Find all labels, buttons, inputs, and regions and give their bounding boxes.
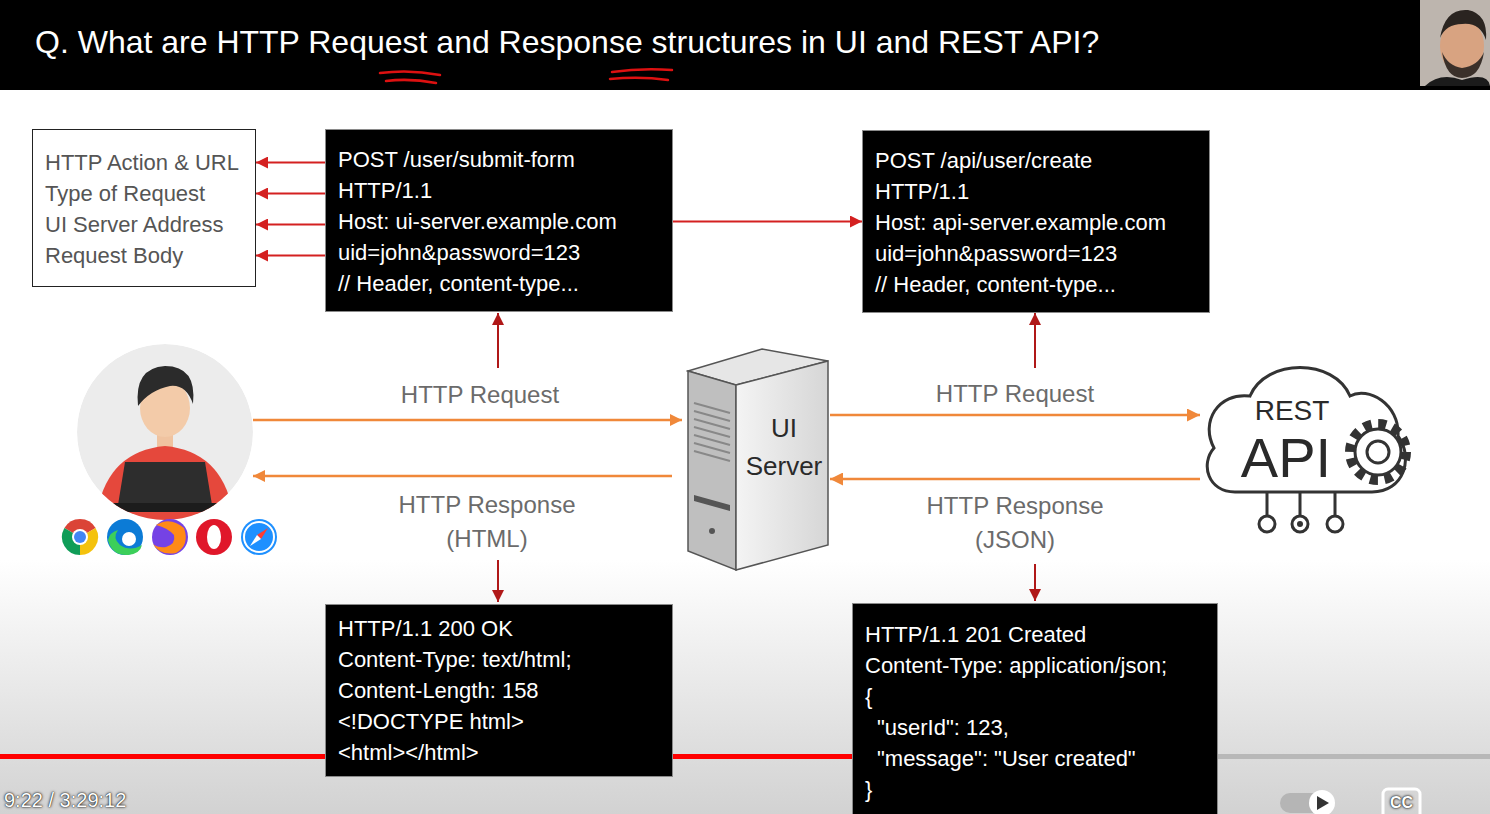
edge-label: HTTP Request [915, 377, 1115, 411]
request-box: POST /api/user/createHTTP/1.1Host: api-s… [862, 130, 1210, 313]
response-box: HTTP/1.1 200 OKContent-Type: text/html;C… [325, 604, 673, 777]
code-line: "userId": 123, [865, 712, 1205, 743]
api-label: REST [1232, 394, 1352, 428]
connector-arrow [256, 224, 325, 226]
code-line: POST /user/submit-form [338, 144, 660, 175]
response-box: HTTP/1.1 201 CreatedContent-Type: applic… [852, 603, 1218, 814]
annotation-underline [380, 69, 672, 83]
title-bar [0, 0, 1490, 90]
code-line: HTTP/1.1 [338, 175, 660, 206]
legend-text: Type of Request [45, 178, 243, 209]
edge-label: HTTP Response (JSON) [915, 489, 1115, 557]
code-line: "message": "User created" [865, 743, 1205, 774]
code-line: Content-Length: 158 [338, 675, 660, 706]
legend-text: HTTP Action & URL [45, 147, 243, 178]
code-line: <html></html> [338, 737, 660, 768]
connector-arrow [256, 255, 325, 257]
legend-text: UI Server Address [45, 209, 243, 240]
server-label: UI Server [742, 409, 826, 485]
video-controls [1280, 789, 1420, 814]
code-line: HTTP/1.1 200 OK [338, 613, 660, 644]
presenter-face [1420, 0, 1490, 86]
code-line: Host: ui-server.example.com [338, 206, 660, 237]
cc-button-text: CC [1383, 791, 1420, 814]
code-line: POST /api/user/create [875, 145, 1197, 176]
rest-api-cloud: RESTAPI [1200, 360, 1415, 540]
video-progress-bar [0, 745, 1490, 767]
request-box: POST /user/submit-formHTTP/1.1Host: ui-s… [325, 129, 673, 312]
code-line: <!DOCTYPE html> [338, 706, 660, 737]
connector-arrow [256, 193, 325, 195]
code-line: Content-Type: application/json; [865, 650, 1205, 681]
request-response-arrows [253, 313, 1035, 602]
code-line: uid=john&password=123 [875, 238, 1197, 269]
legend-box: HTTP Action & URLType of RequestUI Serve… [32, 129, 256, 287]
connector-arrow [830, 414, 1200, 417]
code-line: HTTP/1.1 201 Created [865, 619, 1205, 650]
legend-text: Request Body [45, 240, 243, 271]
user-figure [77, 344, 253, 530]
code-line: // Header, content-type... [338, 268, 660, 299]
flow-label: HTTP Request [380, 378, 580, 412]
code-line: uid=john&password=123 [338, 237, 660, 268]
connector-arrow [830, 478, 1200, 481]
code-line: Host: api-server.example.com [875, 207, 1197, 238]
code-line: Content-Type: text/html; [338, 644, 660, 675]
title-text: Q. What are HTTP Request and Response st… [35, 22, 1099, 62]
code-line: { [865, 681, 1205, 712]
api-label: API [1228, 428, 1344, 488]
video-timestamp: 9:22 / 3:29:12 [4, 788, 224, 812]
connector-arrow [673, 221, 862, 223]
flow-label: HTTP Response (HTML) [387, 488, 587, 556]
code-line: // Header, content-type... [875, 269, 1197, 300]
code-line: } [865, 774, 1205, 805]
browser-icons [62, 519, 277, 555]
code-line: HTTP/1.1 [875, 176, 1197, 207]
connector-arrow [256, 162, 325, 164]
server-node: UI Server [686, 345, 830, 572]
